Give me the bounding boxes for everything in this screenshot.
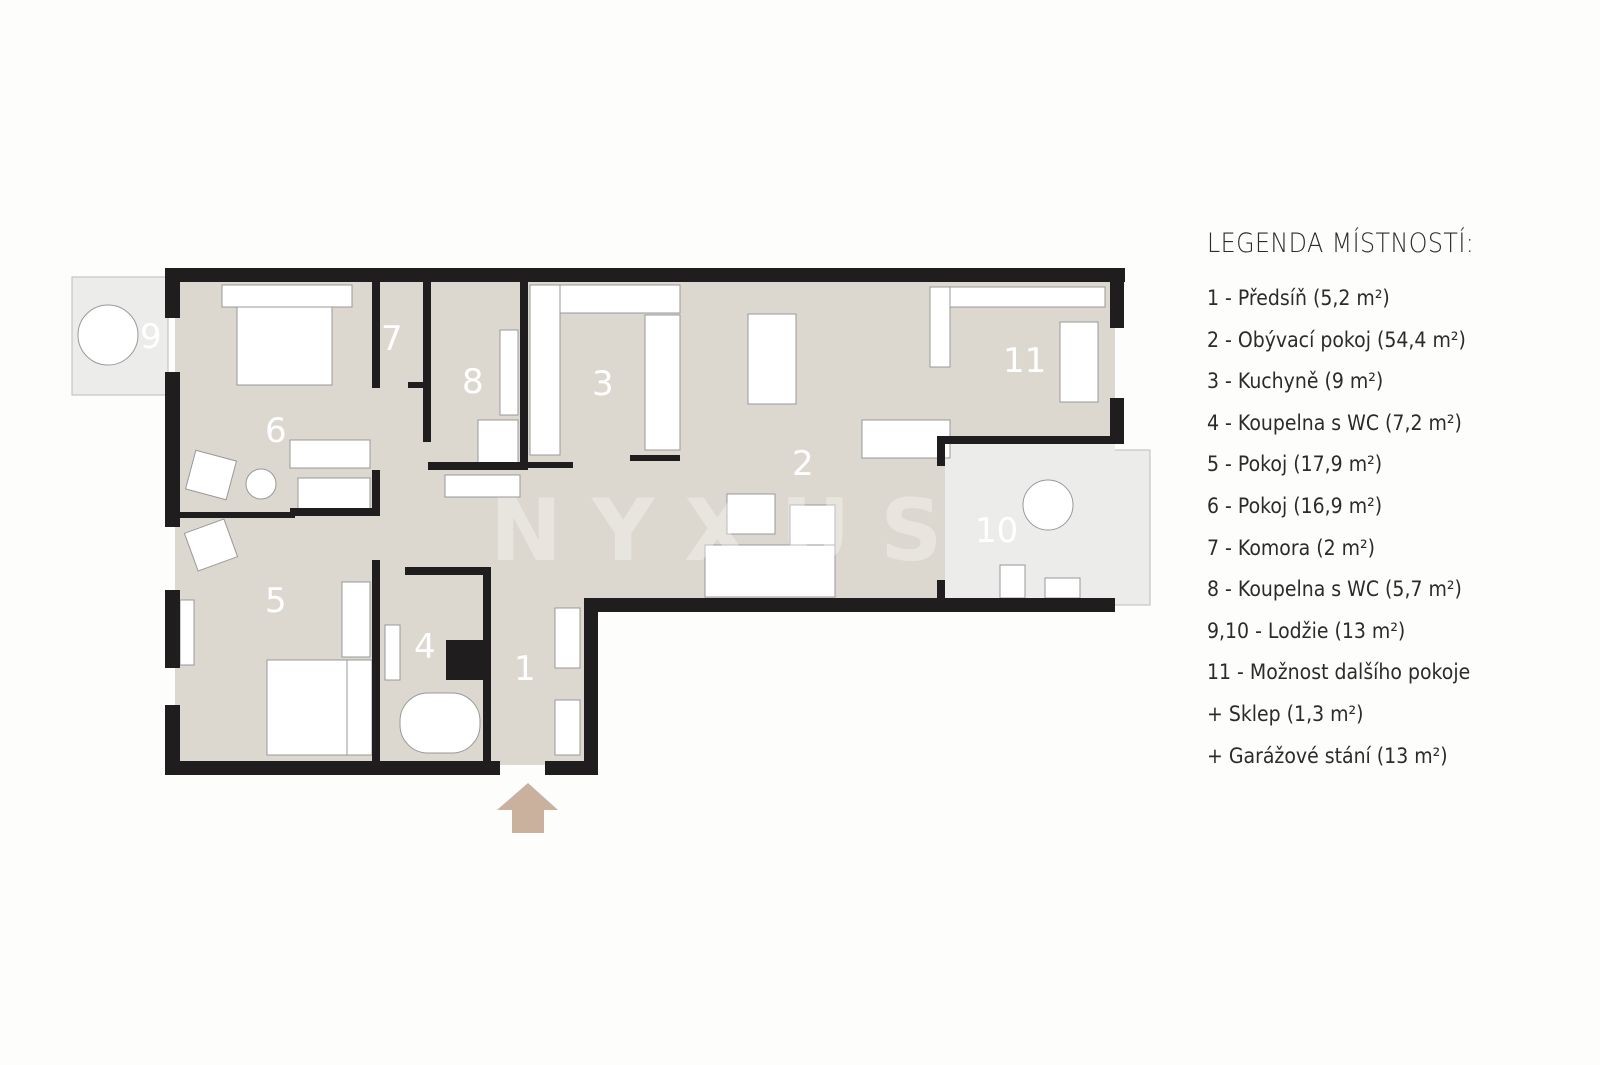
room-label-5: 5 (265, 581, 287, 621)
entrance-arrow-icon (497, 783, 558, 833)
watermark: NYXUS (490, 481, 972, 581)
room-legend: LEGENDA MÍSTNOSTÍ: 1 - Předsíň (5,2 m²) … (1207, 228, 1511, 782)
room-label-7: 7 (381, 319, 403, 359)
furniture (77, 284, 1106, 756)
legend-item: 11 - Možnost dalšího pokoje (1207, 660, 1471, 685)
room-label-3: 3 (592, 364, 614, 404)
room-label-10: 10 (975, 511, 1018, 551)
legend-item: 6 - Pokoj (16,9 m²) (1207, 493, 1383, 518)
legend-item: 3 - Kuchyně (9 m²) (1207, 369, 1384, 394)
legend-item: 7 - Komora (2 m²) (1207, 535, 1375, 560)
room-label-1: 1 (514, 649, 536, 689)
legend-item: 8 - Koupelna s WC (5,7 m²) (1207, 577, 1462, 602)
legend-item: + Sklep (1,3 m²) (1207, 701, 1364, 726)
room-label-8: 8 (462, 362, 484, 402)
legend-item: 9,10 - Lodžie (13 m²) (1207, 618, 1406, 643)
walls (165, 268, 1125, 775)
room-label-2: 2 (792, 444, 814, 484)
legend-item: 4 - Koupelna s WC (7,2 m²) (1207, 410, 1462, 435)
legend-item: + Garážové stání (13 m²) (1207, 743, 1448, 768)
room-label-6: 6 (265, 411, 287, 451)
room-label-4: 4 (414, 627, 436, 667)
room-label-11: 11 (1003, 341, 1046, 381)
legend-item: 5 - Pokoj (17,9 m²) (1207, 452, 1383, 477)
legend-item: 1 - Předsíň (5,2 m²) (1207, 286, 1390, 310)
legend-item: 2 - Obývací pokoj (54,4 m²) (1207, 327, 1466, 352)
room-label-9: 9 (140, 317, 162, 357)
legend-title: LEGENDA MÍSTNOSTÍ: (1207, 228, 1475, 259)
